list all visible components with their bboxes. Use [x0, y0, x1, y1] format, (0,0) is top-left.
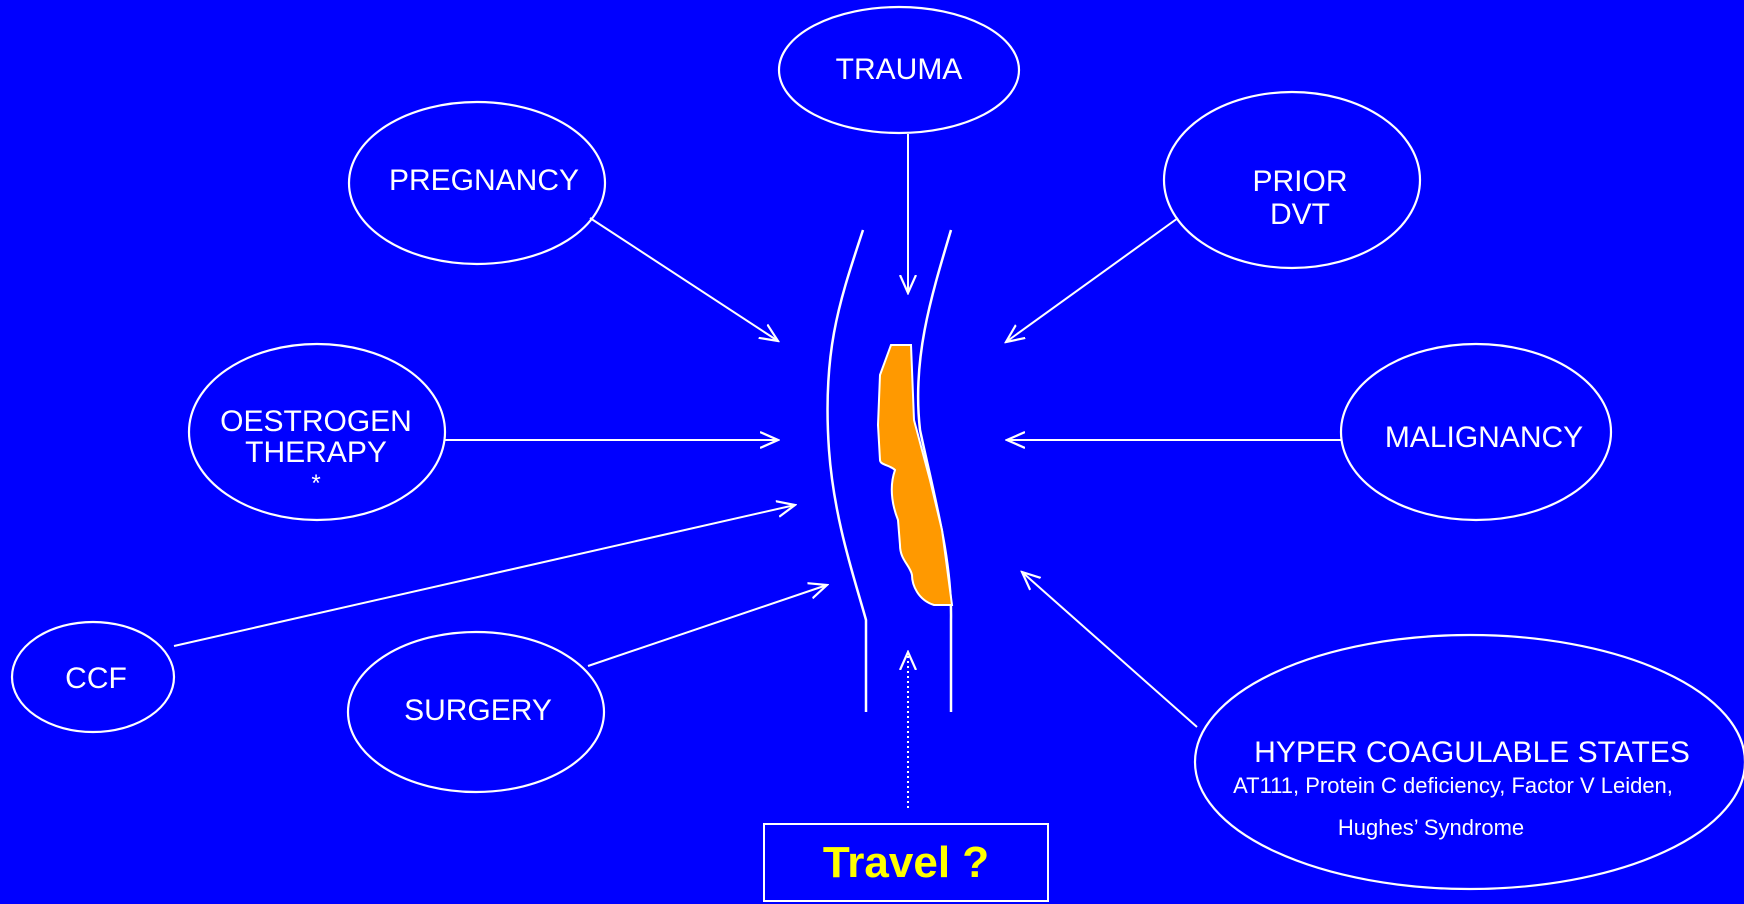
prior-dvt-label: PRIOR DVT — [1180, 165, 1420, 231]
hypercoag-line1: AT111, Protein C deficiency, Factor V Le… — [1198, 773, 1708, 799]
prior-dvt-arrow — [1006, 218, 1178, 342]
oestrogen-label: OESTROGEN THERAPY * — [196, 406, 436, 499]
pregnancy-arrow — [590, 218, 778, 341]
ccf-arrow — [174, 505, 795, 646]
pregnancy-label: PREGNANCY — [364, 164, 604, 197]
trauma-label: TRAUMA — [779, 53, 1019, 86]
prior-dvt-line2: DVT — [1180, 198, 1420, 231]
surgery-label: SURGERY — [358, 694, 598, 727]
travel-label: Travel ? — [823, 838, 989, 888]
travel-box: Travel ? — [763, 823, 1049, 902]
prior-dvt-line1: PRIOR — [1180, 165, 1420, 198]
oestrogen-line1: OESTROGEN — [196, 406, 436, 437]
hypercoag-arrow — [1022, 572, 1197, 727]
hypercoag-line2: Hughes’ Syndrome — [1251, 815, 1611, 841]
hypercoag-title: HYPER COAGULABLE STATES — [1232, 736, 1712, 769]
oestrogen-line2: THERAPY — [196, 437, 436, 468]
oestrogen-asterisk: * — [196, 468, 436, 499]
thrombus — [878, 345, 952, 605]
vein-left-wall — [827, 230, 866, 712]
surgery-arrow — [588, 585, 827, 666]
ccf-label: CCF — [36, 662, 156, 695]
malignancy-label: MALIGNANCY — [1364, 421, 1604, 454]
